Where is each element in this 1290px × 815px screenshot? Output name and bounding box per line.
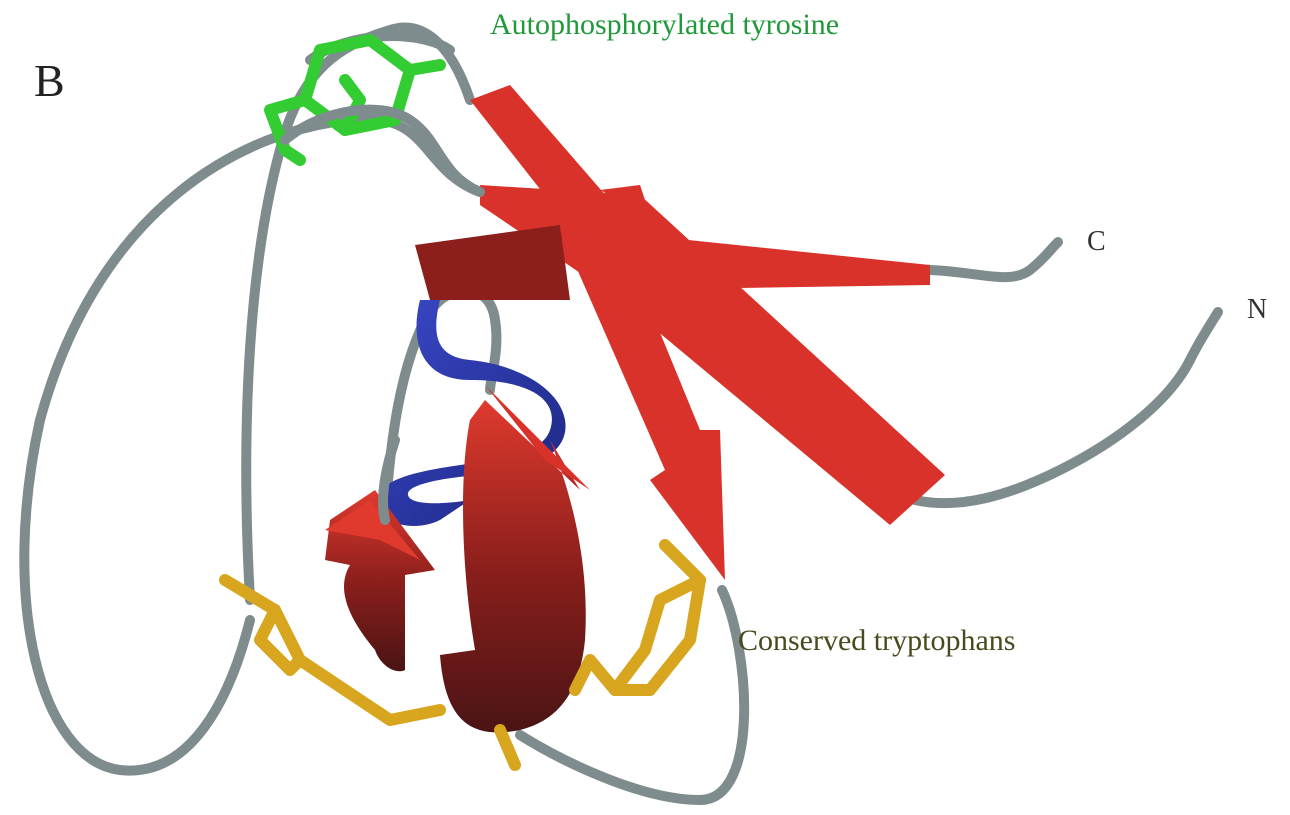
beta-strand-under (415, 225, 570, 300)
beta-strand-curved (440, 400, 586, 732)
left-outer-loop (24, 119, 480, 771)
coil-front (285, 110, 480, 520)
panel-letter: B (34, 58, 65, 104)
c-terminal-tail (930, 242, 1058, 277)
n-terminal-tail (915, 312, 1218, 503)
n-terminus-label: N (1247, 296, 1267, 324)
c-terminus-label: C (1087, 228, 1106, 256)
autophosphorylated-tyrosine-label: Autophosphorylated tyrosine (490, 10, 839, 40)
conserved-tryptophans-label: Conserved tryptophans (738, 626, 1015, 656)
tryptophan-left (225, 580, 440, 720)
